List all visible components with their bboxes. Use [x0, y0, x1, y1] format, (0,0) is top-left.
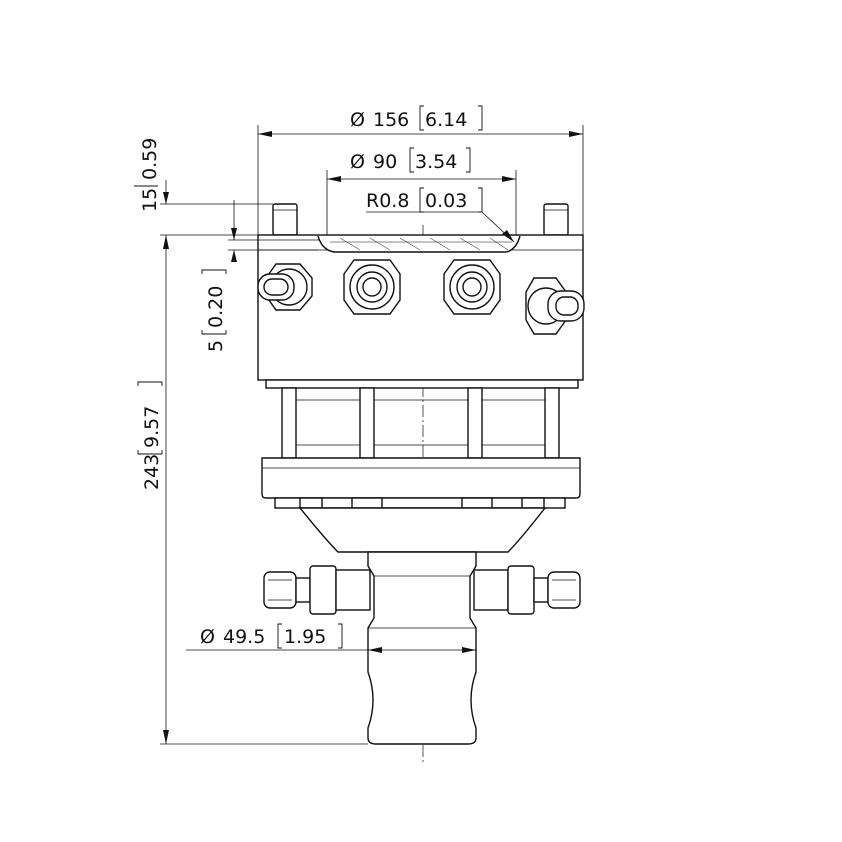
- dim-shaft-diameter: Ø 49.5 1.95: [186, 623, 476, 653]
- top-pin-left: [272, 203, 298, 236]
- output-shaft: [367, 551, 477, 745]
- dim-total-height-imperial: 9.57: [141, 406, 163, 448]
- top-pin-right: [543, 203, 569, 236]
- tie-rods: [265, 379, 579, 459]
- dim-top-offset: 15 0.59: [134, 138, 273, 236]
- dim-fillet-radius-imperial: 0.03: [425, 190, 467, 212]
- dim-outer-diameter: Ø 156 6.14: [257, 105, 584, 235]
- dim-shaft-diameter-symbol: Ø: [200, 626, 215, 648]
- dim-outer-diameter-imperial: 6.14: [425, 109, 467, 131]
- dim-total-height-metric: 243: [141, 454, 163, 490]
- dim-top-offset-imperial: 0.59: [139, 138, 161, 180]
- fitting-left: [257, 263, 313, 311]
- dim-recess-depth: 5 0.20: [201, 200, 320, 352]
- dim-total-height: 243 9.57: [137, 235, 368, 745]
- dim-shaft-diameter-metric: 49.5: [223, 626, 265, 648]
- dim-recess-depth-metric: 5: [205, 340, 227, 352]
- lower-flange: [261, 457, 581, 509]
- fitting-center-left: [343, 259, 401, 315]
- side-fitting-right: [473, 565, 581, 615]
- side-fitting-left: [263, 565, 371, 615]
- dim-outer-diameter-symbol: Ø: [350, 109, 365, 131]
- dim-fillet-radius-metric: R0.8: [366, 190, 409, 212]
- dim-flange-diameter: Ø 90 3.54: [326, 147, 517, 235]
- dim-flange-diameter-imperial: 3.54: [415, 151, 457, 173]
- dim-outer-diameter-metric: 156: [373, 109, 409, 131]
- dim-fillet-radius: R0.8 0.03: [366, 187, 515, 243]
- dim-recess-depth-imperial: 0.20: [205, 286, 227, 328]
- fitting-right: [525, 277, 585, 335]
- dim-top-offset-metric: 15: [139, 188, 161, 212]
- fitting-center-right: [443, 259, 501, 315]
- dim-flange-diameter-symbol: Ø: [350, 151, 365, 173]
- dim-shaft-diameter-imperial: 1.95: [284, 626, 326, 648]
- dim-flange-diameter-metric: 90: [373, 151, 397, 173]
- bearing-cone: [298, 507, 547, 553]
